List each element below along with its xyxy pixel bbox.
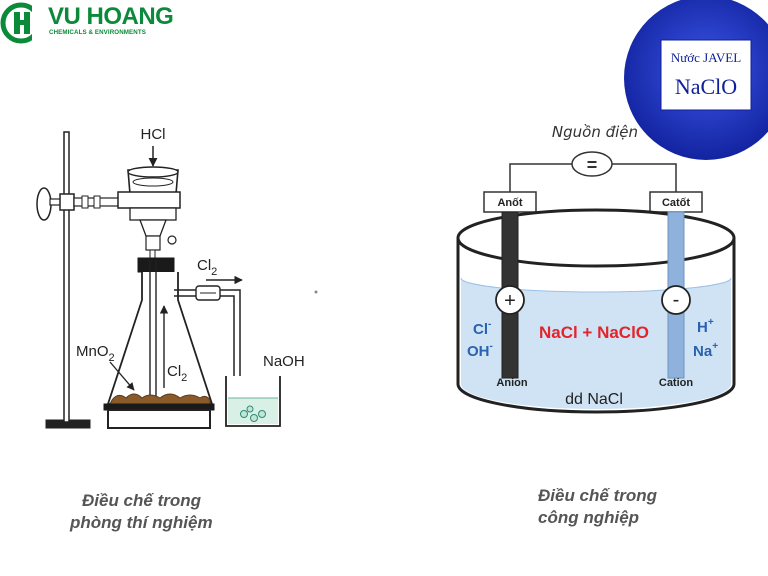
ion-na: Na+	[693, 341, 718, 360]
ion-cl: Cl-	[473, 319, 491, 338]
solution-label: dd NaCl	[565, 391, 623, 408]
anode-label: Anốt	[497, 197, 522, 209]
brand-logo-icon	[0, 2, 46, 44]
mno2-precipitate	[109, 393, 211, 405]
brand-tagline: CHEMICALS & ENVIRONMENTS	[49, 29, 146, 36]
brand-name: VU HOANG	[48, 3, 174, 30]
heater-base	[107, 409, 211, 429]
cl2-tube-label: Cl2	[197, 257, 217, 278]
cation-label: Cation	[659, 377, 694, 389]
industry-caption-line2: công nghiệp	[538, 508, 640, 527]
ion-h: H+	[697, 317, 714, 336]
bubble-icon	[246, 405, 254, 413]
lab-caption-line1: Điều chế trong	[82, 491, 202, 510]
stand-rod	[63, 131, 70, 423]
bubble-icon	[258, 410, 266, 418]
anode-sign: +	[504, 290, 516, 312]
bubble-icon	[240, 410, 248, 418]
mno2-arrow-icon	[109, 361, 135, 391]
cathode-label: Catốt	[662, 197, 690, 209]
stopcock-icon	[167, 235, 177, 245]
mno2-label: MnO2	[76, 343, 115, 364]
electrolysis-setup: Nguồn điện = Anốt Catốt + - Cl- OH	[456, 123, 736, 414]
badge-line1: Nước JAVEL	[671, 50, 741, 65]
cathode-sign-icon	[661, 285, 691, 315]
center-products: NaCl + NaClO	[539, 323, 649, 342]
power-source-label: Nguồn điện	[552, 123, 638, 141]
bubble-icon	[250, 414, 258, 422]
badge-line2: NaClO	[675, 74, 737, 99]
ion-oh: OH-	[467, 341, 493, 360]
javel-badge: Nước JAVEL NaClO	[624, 0, 768, 160]
lab-caption-line2: phòng thí nghiệm	[70, 513, 213, 532]
naoh-label: NaOH	[263, 353, 305, 370]
clamp-knob	[36, 187, 52, 221]
cl2-flask-label: Cl2	[167, 363, 187, 384]
nacl-solution	[461, 278, 731, 409]
anion-label: Anion	[496, 377, 527, 389]
power-symbol: =	[587, 155, 598, 175]
hcl-label: HCl	[141, 126, 166, 143]
lab-setup	[36, 131, 281, 429]
industry-caption-line1: Điều chế trong	[538, 486, 658, 505]
cathode-sign: -	[673, 289, 680, 311]
anode-sign-icon	[495, 285, 525, 315]
